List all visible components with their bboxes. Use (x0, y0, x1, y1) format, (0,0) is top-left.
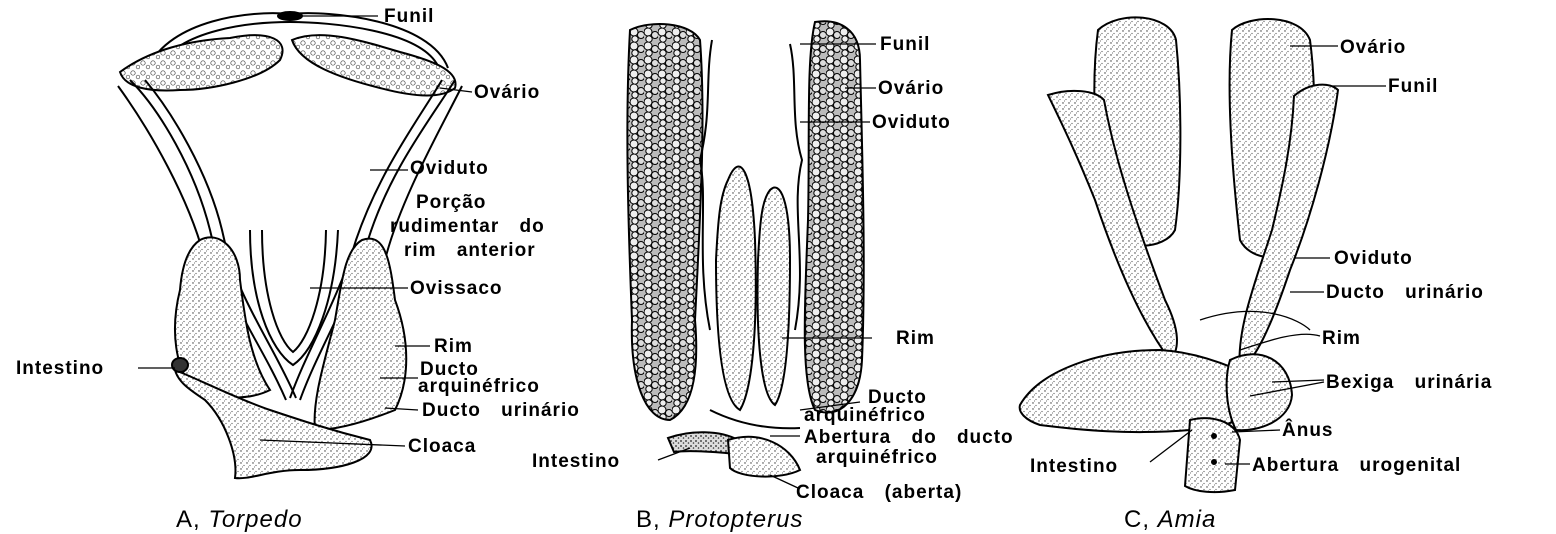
caption-b-genus: Protopterus (668, 506, 803, 533)
label-b-oviduto: Oviduto (872, 112, 951, 133)
label-a-rim: Rim (434, 336, 473, 357)
caption-c-letter: C, (1124, 506, 1150, 533)
label-a-oviduto: Oviduto (410, 158, 489, 179)
label-c-intestino: Intestino (1030, 456, 1118, 477)
label-b-rim: Rim (896, 328, 935, 349)
caption-a: A, Torpedo (176, 506, 303, 534)
caption-a-genus: Torpedo (208, 506, 302, 533)
label-b-cloaca: Cloaca (aberta) (796, 482, 962, 503)
label-c-funil: Funil (1388, 76, 1438, 97)
protopterus-ovary-left (627, 24, 702, 420)
amia-urogenital-papilla (1185, 418, 1240, 492)
torpedo-ovary-left (120, 35, 283, 90)
label-c-oviduto: Oviduto (1334, 248, 1413, 269)
label-a-porcao-3: rim anterior (404, 240, 536, 261)
protopterus-oviduct-right (790, 44, 802, 330)
label-a-ducto-arq-2: arquinéfrico (418, 376, 540, 397)
label-c-bexiga: Bexiga urinária (1326, 372, 1492, 393)
label-a-intestino: Intestino (16, 358, 104, 379)
protopterus-kidney-right (758, 188, 790, 405)
caption-a-letter: A, (176, 506, 201, 533)
caption-b: B, Protopterus (636, 506, 803, 534)
protopterus-kidney-left (716, 167, 756, 411)
torpedo-intestine (172, 358, 188, 372)
label-a-porcao-2: rudimentar do (390, 216, 545, 237)
label-b-abertura-1: Abertura do ducto (804, 427, 1014, 448)
label-a-porcao-1: Porção (416, 192, 486, 213)
protopterus-cloaca (728, 437, 800, 477)
label-b-intestino: Intestino (532, 451, 620, 472)
label-c-ducto-urinario: Ducto urinário (1326, 282, 1484, 303)
label-b-funil: Funil (880, 34, 930, 55)
caption-c-genus: Amia (1158, 506, 1217, 533)
label-c-rim: Rim (1322, 328, 1361, 349)
label-a-ovissaco: Ovissaco (410, 278, 503, 299)
label-c-abertura-urogenital: Abertura urogenital (1252, 455, 1461, 476)
label-b-ovario: Ovário (878, 78, 944, 99)
label-c-anus: Ânus (1282, 420, 1334, 441)
label-b-ducto-arq-2: arquinéfrico (804, 405, 926, 426)
caption-b-letter: B, (636, 506, 661, 533)
protopterus-ovary-right (805, 21, 864, 412)
label-a-ovario: Ovário (474, 82, 540, 103)
label-a-ducto-urinario: Ducto urinário (422, 400, 580, 421)
label-b-abertura-2: arquinéfrico (816, 447, 938, 468)
label-c-ovario: Ovário (1340, 37, 1406, 58)
amia-bladder (1020, 350, 1262, 432)
label-a-cloaca: Cloaca (408, 436, 476, 457)
amia-kidney-sac (1227, 354, 1292, 430)
label-a-funil: Funil (384, 6, 434, 27)
caption-c: C, Amia (1124, 506, 1216, 534)
